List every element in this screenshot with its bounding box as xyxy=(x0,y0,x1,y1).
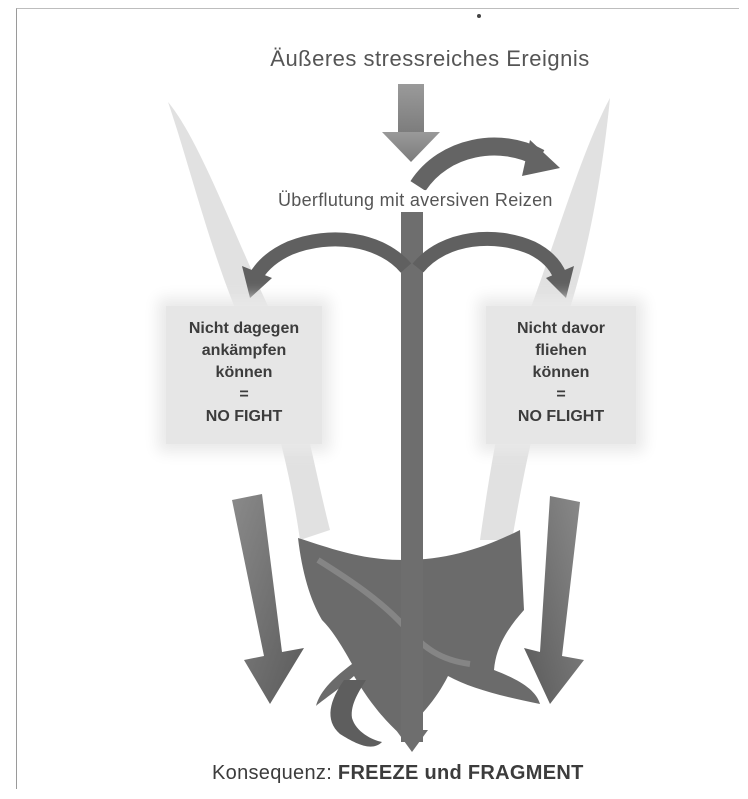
flood-label: Überflutung mit aversiven Reizen xyxy=(274,190,557,211)
consequence-freeze: FREEZE xyxy=(338,762,419,784)
branch-arrow-left xyxy=(256,239,406,276)
branch-arrow-right xyxy=(418,239,560,276)
no-flight-line3: können xyxy=(486,362,636,384)
no-fight-line2: ankämpfen xyxy=(166,340,322,362)
curved-arrow-top xyxy=(418,147,540,186)
no-fight-line3: können xyxy=(166,362,322,384)
central-stem xyxy=(401,212,423,742)
no-fight-result: NO FIGHT xyxy=(166,406,322,428)
event-arrow-head xyxy=(382,132,440,162)
no-flight-result: NO FLIGHT xyxy=(486,406,636,428)
big-arrow-right xyxy=(524,496,584,704)
no-flight-text: Nicht davor fliehen können = NO FLIGHT xyxy=(486,318,636,428)
no-fight-equals: = xyxy=(166,384,322,406)
no-flight-equals: = xyxy=(486,384,636,406)
no-fight-text: Nicht dagegen ankämpfen können = NO FIGH… xyxy=(166,318,322,428)
consequence-prefix: Konsequenz: xyxy=(212,762,332,784)
central-stem-arrowhead xyxy=(396,730,428,752)
big-arrow-left xyxy=(232,494,304,704)
consequence-fragment: FRAGMENT xyxy=(468,762,584,784)
consequence-und: und xyxy=(424,762,462,784)
event-arrow-shaft xyxy=(398,84,424,134)
diagram-title: Äußeres stressreiches Ereignis xyxy=(0,46,748,72)
no-flight-line2: fliehen xyxy=(486,340,636,362)
no-fight-line1: Nicht dagegen xyxy=(166,318,322,340)
no-flight-line1: Nicht davor xyxy=(486,318,636,340)
consequence-caption: Konsequenz: FREEZE und FRAGMENT xyxy=(212,762,584,785)
